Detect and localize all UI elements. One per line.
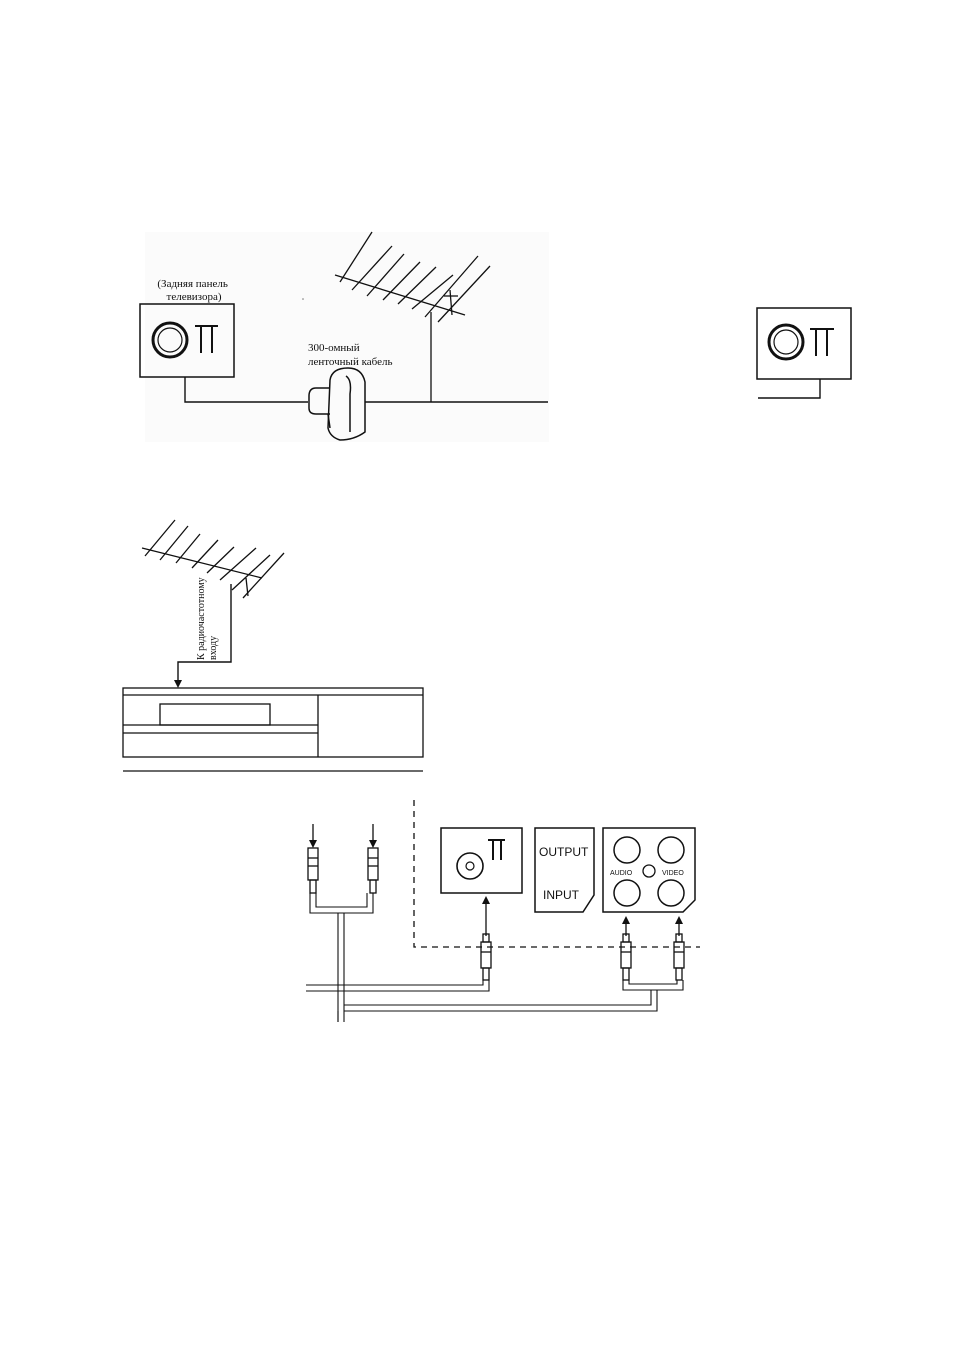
video-label: VIDEO: [662, 870, 684, 877]
antenna-terminal-icon: [810, 329, 834, 356]
rf-input-label: К радиочастотному входу: [196, 575, 219, 660]
top-diagram-background: [145, 232, 549, 442]
rca-plug-icon: [481, 934, 491, 980]
left-cable-pair: [310, 893, 373, 1022]
dashed-divider: [414, 800, 700, 947]
right-plug-arrow-icon: [369, 840, 377, 848]
tv-right-cable: [758, 379, 820, 398]
tv-back-panel-right: [757, 308, 851, 398]
vcr-icon: [123, 688, 423, 757]
jack-icon: [658, 837, 684, 863]
input-label: INPUT: [543, 888, 580, 902]
top-diagram: (Задняя панель телевизора) 300-омный лен…: [140, 232, 549, 442]
rca-plug-icon: [674, 934, 684, 980]
video-arrow-icon: [675, 916, 683, 924]
indicator-icon: [643, 865, 655, 877]
tuner-arrow-icon: [482, 896, 490, 904]
audio-arrow-icon: [622, 916, 630, 924]
bottom-diagram: OUTPUT INPUT AUDIO VIDEO: [306, 800, 700, 1022]
rf-input-arrow-icon: [174, 680, 182, 688]
antenna-icon: [142, 520, 284, 598]
jack-icon: [658, 880, 684, 906]
scan-speck: [302, 298, 304, 300]
rca-plug-icon: [621, 934, 631, 980]
tv-jack-inner-icon: [774, 330, 798, 354]
left-plug-arrow-icon: [309, 840, 317, 848]
audio-label: AUDIO: [610, 870, 633, 877]
jack-icon: [614, 837, 640, 863]
bottom-cable-runs: [306, 980, 683, 1022]
tv-back-panel-icon: [441, 828, 522, 893]
rca-plug-icon: [368, 824, 378, 893]
output-input-panel: OUTPUT INPUT: [535, 828, 594, 912]
rca-plug-icon: [308, 824, 318, 893]
output-label: OUTPUT: [539, 845, 589, 859]
tv-back-label: (Задняя панель телевизора): [157, 278, 230, 303]
middle-diagram: К радиочастотному входу: [123, 520, 423, 771]
jack-icon: [614, 880, 640, 906]
av-jack-panel: AUDIO VIDEO: [603, 828, 695, 912]
